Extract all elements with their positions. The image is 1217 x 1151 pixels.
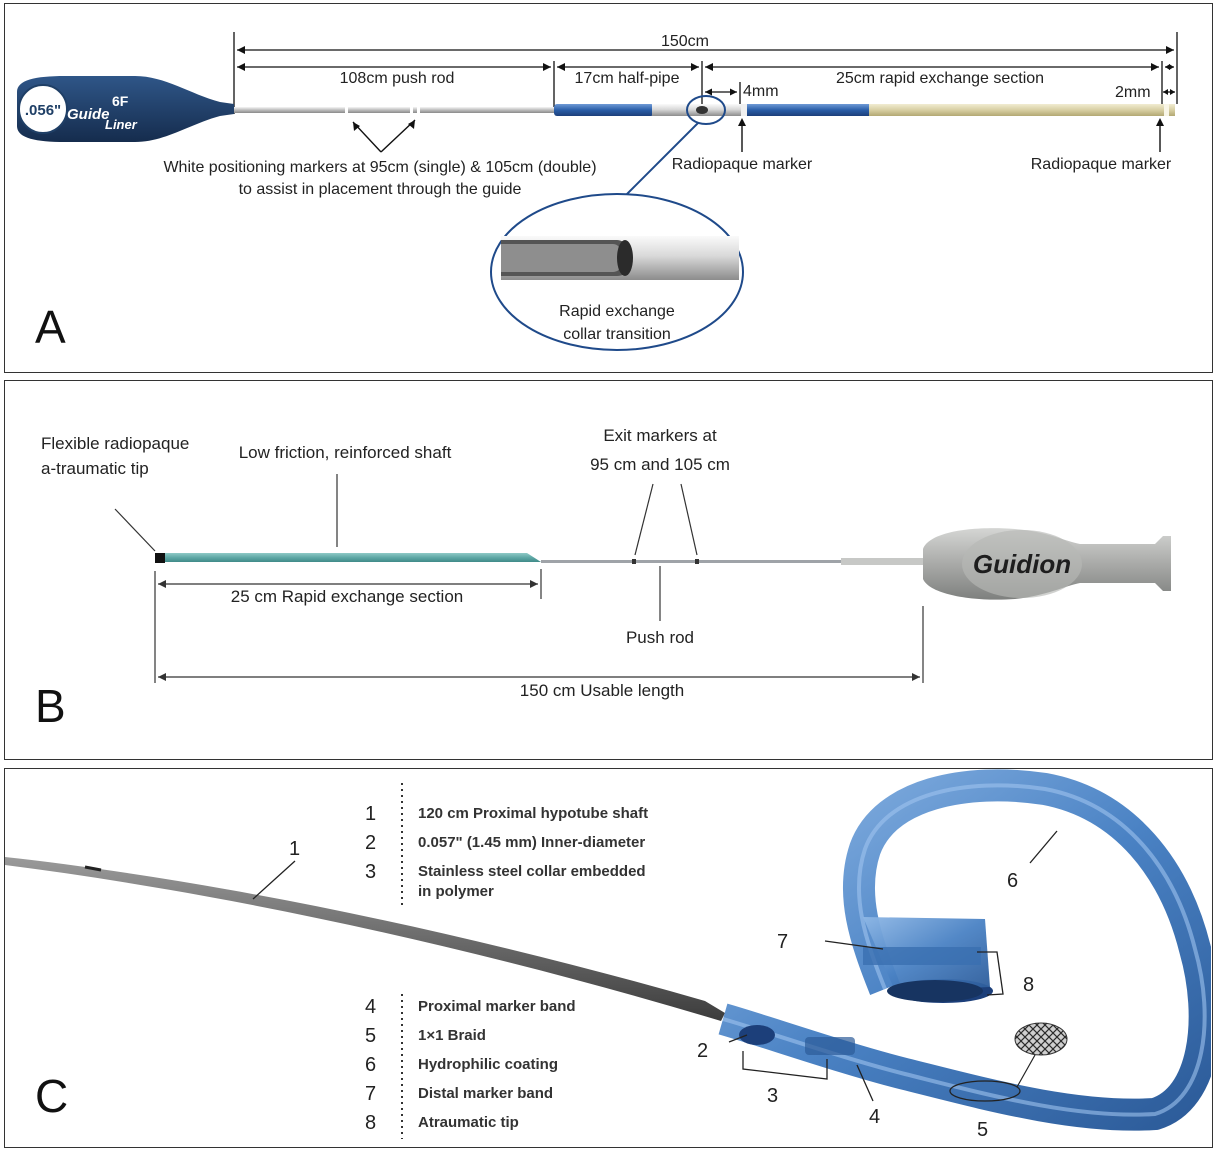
collar-highlight-ring	[686, 95, 726, 125]
proximal-marker-band	[805, 1037, 855, 1055]
panel-c: 1 120 cm Proximal hypotube shaft 2 0.057…	[4, 768, 1217, 1148]
white-markers-pointers	[352, 119, 416, 153]
legend-num: 4	[365, 996, 376, 1018]
callout-1: 1	[289, 838, 300, 860]
magnified-collar	[501, 236, 739, 280]
panel-c-letter: C	[35, 1070, 69, 1122]
tip-label-line1: Flexible radiopaque	[41, 434, 189, 453]
legend-num: 7	[365, 1083, 376, 1105]
callout-7: 7	[777, 931, 788, 953]
half-pipe-section	[554, 104, 654, 116]
tip-marker-band	[1164, 104, 1169, 116]
panel-c-diagram: 1 120 cm Proximal hypotube shaft 2 0.057…	[5, 769, 1217, 1141]
panel-b-letter: B	[35, 680, 66, 732]
panel-a-diagram: 150cm 108cm push rod 17cm half-pipe 25cm…	[17, 32, 1178, 351]
white-markers-line1: White positioning markers at 95cm (singl…	[163, 159, 596, 176]
legend-text: Hydrophilic coating	[418, 1056, 558, 1073]
handle-brand-label: Guidion	[973, 549, 1071, 579]
white-markers-line2: to assist in placement through the guide	[239, 181, 522, 198]
callout-6: 6	[1007, 870, 1018, 892]
legend-num: 5	[365, 1025, 376, 1047]
distal-marker-band	[863, 947, 981, 965]
legend-text: 1×1 Braid	[418, 1027, 486, 1044]
rx-blue-section	[747, 104, 869, 116]
legend-top: 1 120 cm Proximal hypotube shaft 2 0.057…	[365, 803, 648, 900]
radiopaque-marker-label-2: Radiopaque marker	[1031, 156, 1172, 173]
guidion-handle: Guidion	[923, 528, 1171, 600]
legend-text: Proximal marker band	[418, 998, 576, 1015]
callout-3: 3	[767, 1085, 778, 1107]
shaft-label: Low friction, reinforced shaft	[239, 443, 452, 462]
white-marker-double-2	[417, 106, 420, 114]
reinforced-shaft	[165, 553, 541, 562]
legend-text-cont: in polymer	[418, 883, 494, 900]
legend-text: 0.057" (1.45 mm) Inner-diameter	[418, 834, 645, 851]
legend-num: 1	[365, 803, 376, 825]
legend-num: 2	[365, 832, 376, 854]
legend-text: Distal marker band	[418, 1085, 553, 1102]
push-rod-label: 108cm push rod	[340, 70, 455, 87]
collar-label-line2: collar transition	[563, 326, 671, 343]
radiopaque-marker-label-1: Radiopaque marker	[672, 156, 813, 173]
dim-2mm-label: 2mm	[1115, 84, 1151, 101]
legend-text: Atraumatic tip	[418, 1114, 519, 1131]
panel-b-diagram: Flexible radiopaque a-traumatic tip Low …	[41, 426, 1171, 700]
magnifier-connector	[624, 122, 699, 197]
white-marker-double-1	[410, 106, 413, 114]
legend-text: 120 cm Proximal hypotube shaft	[418, 805, 648, 822]
exit-marker-105	[695, 559, 699, 564]
panel-b: Flexible radiopaque a-traumatic tip Low …	[4, 380, 1213, 760]
rx-section-label: 25 cm Rapid exchange section	[231, 587, 463, 606]
callout-8: 8	[1023, 974, 1034, 996]
usable-length-label: 150 cm Usable length	[520, 681, 684, 700]
atraumatic-tip	[155, 553, 165, 563]
total-length-label: 150cm	[661, 33, 709, 50]
legend-bottom: 4 Proximal marker band 5 1×1 Braid 6 Hyd…	[365, 996, 576, 1134]
half-pipe-label: 17cm half-pipe	[575, 70, 680, 87]
radiopaque-marker-band	[741, 104, 747, 116]
handle-brand-2: Liner	[105, 117, 138, 132]
white-marker-single	[345, 106, 348, 114]
push-rod	[234, 107, 556, 113]
panel-a: 150cm 108cm push rod 17cm half-pipe 25cm…	[4, 3, 1213, 373]
guideliner-handle: .056" Guide Liner 6F	[17, 76, 234, 142]
handle-french-label: 6F	[112, 93, 129, 109]
handle-brand-1: Guide	[67, 106, 110, 123]
dimension-arrowheads	[237, 46, 1175, 96]
legend-text: Stainless steel collar embedded	[418, 863, 646, 880]
panel-a-letter: A	[35, 301, 66, 353]
collar-opening	[739, 1025, 775, 1045]
exit-marker-95	[632, 559, 636, 564]
handle-size-label: .056"	[25, 102, 61, 119]
hypotube-shaft	[5, 857, 725, 1021]
legend-num: 3	[365, 861, 376, 883]
legend-num: 8	[365, 1112, 376, 1134]
callout-4: 4	[869, 1106, 880, 1128]
push-rod-label: Push rod	[626, 628, 694, 647]
callout-2: 2	[697, 1040, 708, 1062]
callout-lines	[252, 830, 1058, 1102]
tip-label-line2: a-traumatic tip	[41, 459, 149, 478]
braid-zoom	[1015, 1023, 1067, 1055]
collar-label-line1: Rapid exchange	[559, 303, 675, 320]
callout-5: 5	[977, 1119, 988, 1141]
rapid-exchange-label: 25cm rapid exchange section	[836, 70, 1044, 87]
collar-opening	[696, 106, 708, 114]
dim-4mm-label: 4mm	[743, 83, 779, 100]
exit-markers-line2: 95 cm and 105 cm	[590, 455, 730, 474]
push-rod	[541, 560, 841, 563]
rx-gold-section	[869, 104, 1175, 116]
legend-num: 6	[365, 1054, 376, 1076]
strain-relief	[841, 558, 927, 565]
exit-markers-line1: Exit markers at	[603, 426, 717, 445]
